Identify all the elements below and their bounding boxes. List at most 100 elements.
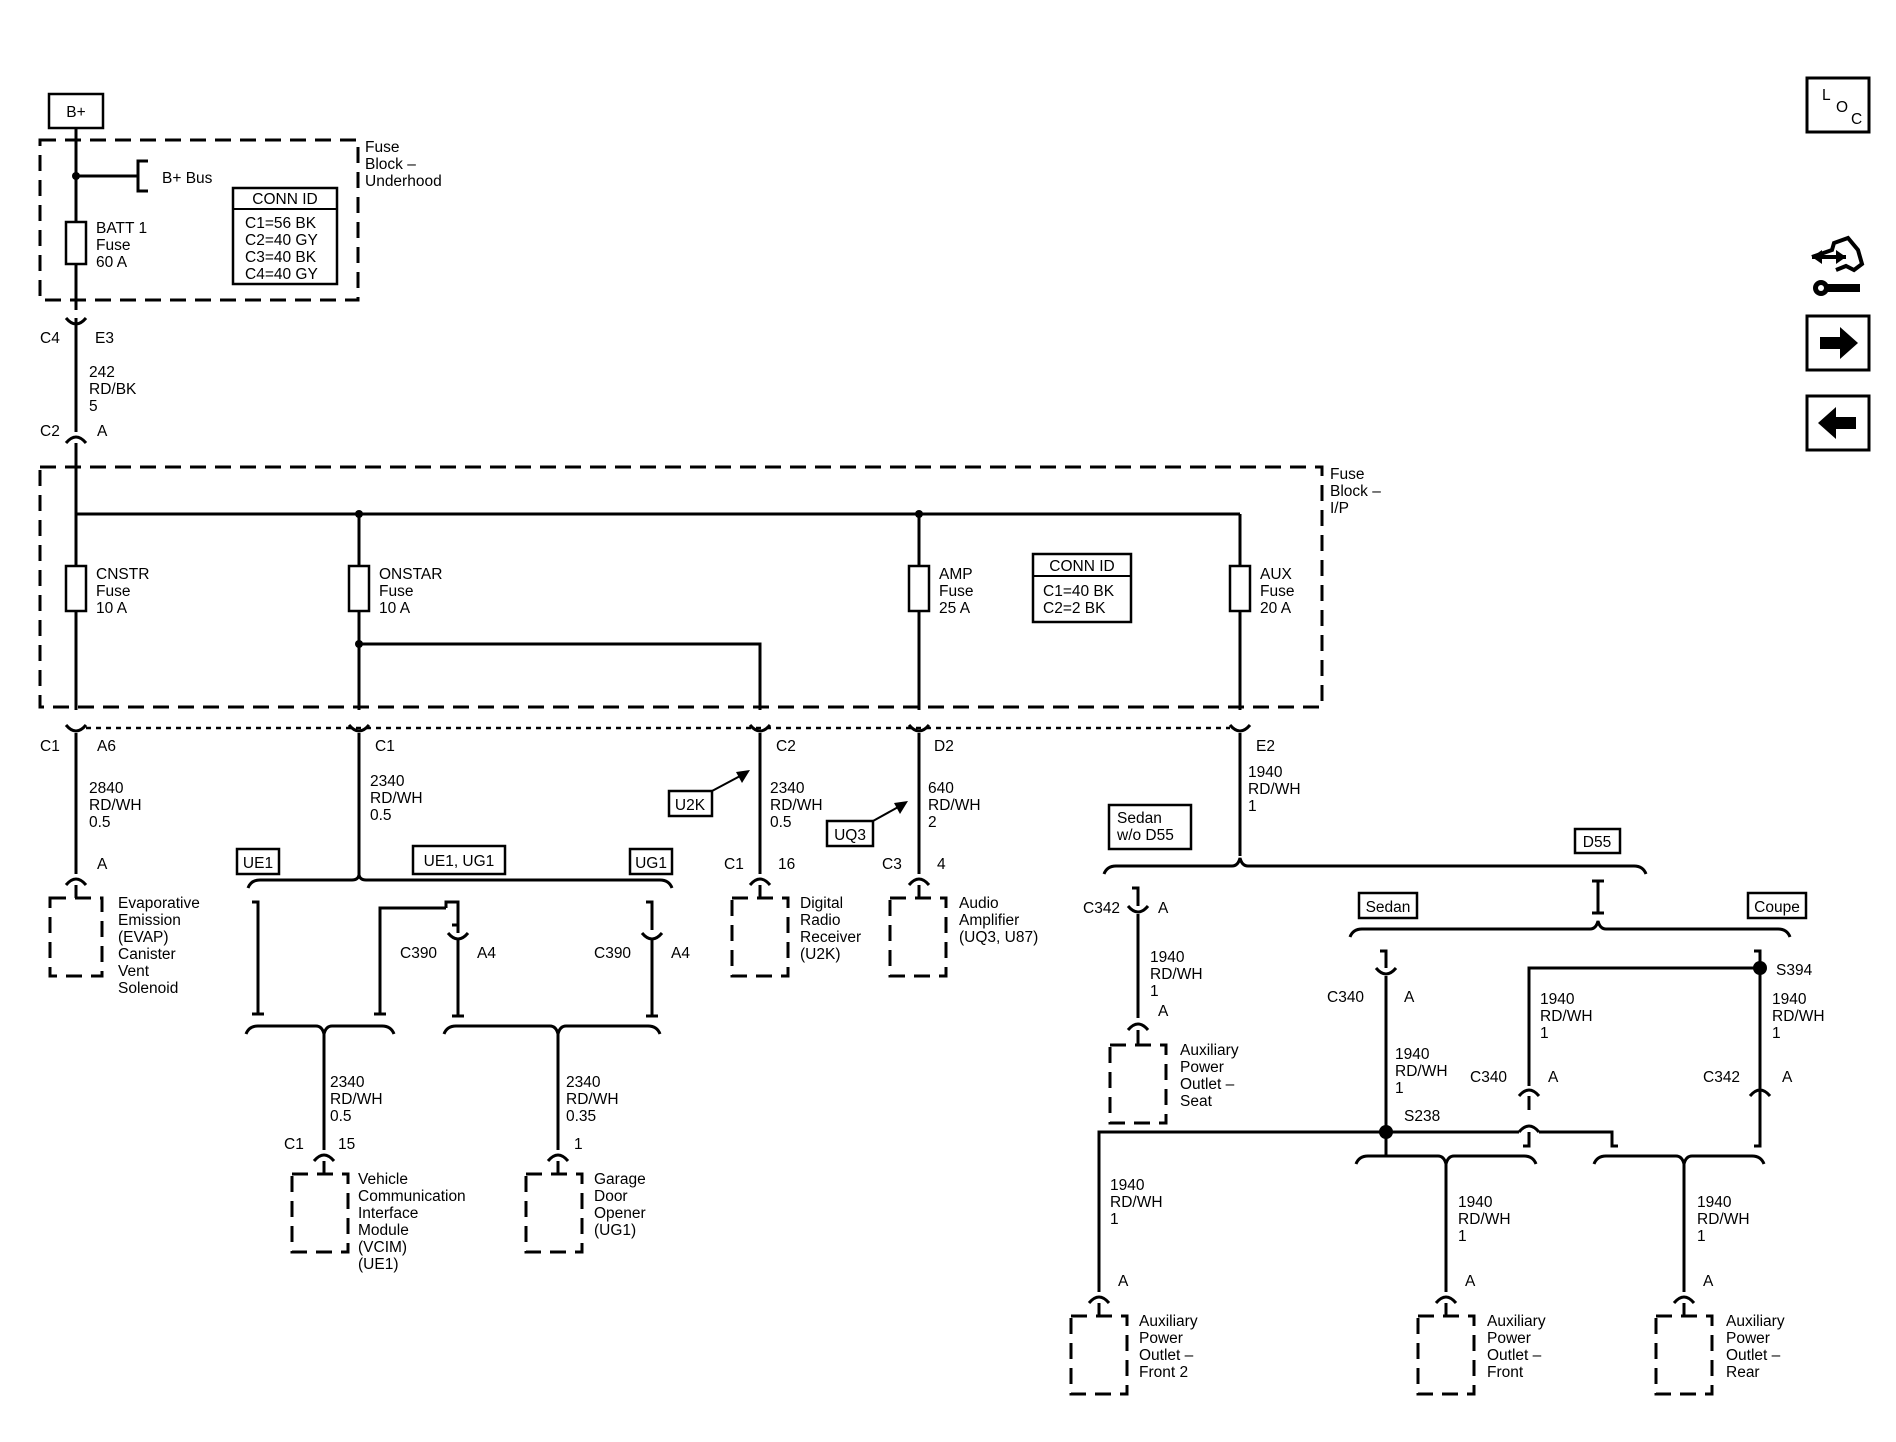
svg-text:C1: C1	[724, 856, 744, 873]
svg-text:C4: C4	[40, 330, 60, 347]
wire-2340-b-label: 2340 RD/WH 0.5	[770, 780, 827, 831]
option-d55-box	[1573, 827, 1622, 855]
onstar-fuse-label: ONSTAR Fuse 10 A	[379, 566, 447, 617]
connector-c2-a	[64, 435, 88, 445]
svg-text:C340: C340	[1327, 989, 1364, 1006]
fuse-block-underhood-label: Fuse Block – Underhood	[365, 139, 442, 190]
conn-id-ip-rows: C1=40 BK C2=2 BK	[1043, 583, 1118, 617]
wire-2340-a-label: 2340 RD/WH 0.5	[370, 773, 427, 824]
onstar-branch	[359, 642, 762, 710]
bplus-label: B+	[66, 104, 85, 121]
wire-1940-front2-label: 1940 RD/WH 1	[1110, 1177, 1167, 1228]
seat-outlet-label: Auxiliary Power Outlet – Seat	[1180, 1042, 1243, 1110]
svg-text:A6: A6	[97, 738, 116, 755]
connector-c390-b	[640, 931, 664, 941]
wire-2340-vcim-label: 2340 RD/WH 0.5	[330, 1074, 387, 1125]
svg-text:4: 4	[937, 856, 946, 873]
option-sedan-box	[1357, 891, 1419, 920]
fuse-block-underhood	[38, 138, 360, 302]
amp-fuse-symbol	[907, 564, 931, 613]
svg-text:16: 16	[778, 856, 795, 873]
radio-label: Digital Radio Receiver (U2K)	[800, 895, 865, 963]
svg-text:L: L	[1822, 87, 1831, 104]
svg-text:A: A	[1465, 1273, 1476, 1290]
svg-text:C342: C342	[1703, 1069, 1740, 1086]
fuse-block-ip	[38, 465, 1324, 709]
svg-text:CONN ID: CONN ID	[252, 191, 317, 208]
front-join-bracket	[1354, 1154, 1538, 1165]
vcim-module	[290, 1172, 350, 1254]
connector-c342-b	[1748, 1088, 1772, 1098]
vcim-join-bracket	[244, 1024, 396, 1035]
aux-outlet-rear	[1654, 1314, 1714, 1396]
svg-text:A: A	[97, 856, 108, 873]
svg-text:C2: C2	[40, 423, 60, 440]
rear-join-bracket	[1592, 1154, 1766, 1165]
next-arrow-icon[interactable]	[1805, 314, 1871, 372]
option-sedan-no-d55-box	[1107, 803, 1193, 851]
svg-text:UG1: UG1	[635, 855, 667, 872]
svg-text:A: A	[1118, 1273, 1129, 1290]
fuse-block-ip-label: Fuse Block – I/P	[1330, 466, 1385, 517]
rear-label: Auxiliary Power Outlet – Rear	[1726, 1313, 1789, 1381]
audio-amplifier	[888, 896, 948, 978]
svg-text:C1: C1	[375, 738, 395, 755]
conn-id-underhood	[231, 186, 339, 286]
option-ug1-box	[628, 847, 674, 876]
svg-text:U2K: U2K	[675, 797, 706, 814]
batt1-fuse-symbol	[64, 220, 88, 266]
batt1-fuse-label: BATT 1 Fuse 60 A	[96, 220, 151, 271]
d55-option-bracket	[1348, 920, 1792, 938]
svg-text:A: A	[1782, 1069, 1793, 1086]
option-coupe-box	[1746, 891, 1808, 920]
svg-text:CONN ID: CONN ID	[1049, 558, 1114, 575]
option-sedan-no-d55-label: Sedan w/o D55	[1116, 810, 1174, 844]
svg-text:C340: C340	[1470, 1069, 1507, 1086]
wire-1940-top-label: 1940 RD/WH 1	[1248, 764, 1305, 815]
option-u2k-box	[667, 789, 714, 818]
svg-text:S394: S394	[1776, 962, 1813, 979]
connector-c342-a	[1126, 904, 1150, 914]
svg-text:UE1, UG1: UE1, UG1	[424, 853, 495, 870]
svg-text:A: A	[1703, 1273, 1714, 1290]
wire-1940-c340b-label: 1940 RD/WH 1	[1540, 991, 1597, 1042]
previous-arrow-icon[interactable]	[1805, 394, 1871, 452]
svg-text:E3: E3	[95, 330, 114, 347]
wire-1940-front-label: 1940 RD/WH 1	[1458, 1194, 1515, 1245]
onstar-option-bracket	[246, 874, 674, 889]
aux-outlet-front2	[1069, 1314, 1129, 1396]
svg-text:UQ3: UQ3	[834, 827, 866, 844]
wire-1940-c342b-label: 1940 RD/WH 1	[1772, 991, 1829, 1042]
aux-outlet-seat	[1108, 1043, 1168, 1125]
aux-outlet-front	[1416, 1314, 1476, 1396]
svg-text:A: A	[1158, 1003, 1169, 1020]
svg-text:S238: S238	[1404, 1108, 1440, 1125]
onstar-fuse-symbol	[347, 564, 371, 613]
cnstr-fuse-symbol	[64, 564, 88, 613]
svg-text:C1: C1	[284, 1136, 304, 1153]
svg-text:C390: C390	[594, 945, 631, 962]
svg-text:UE1: UE1	[243, 855, 273, 872]
connector-c340-a	[1374, 966, 1398, 976]
svg-text:A4: A4	[477, 945, 496, 962]
amp-label: Audio Amplifier (UQ3, U87)	[959, 895, 1038, 946]
tools-icon[interactable]	[1811, 235, 1865, 296]
svg-text:A: A	[1548, 1069, 1559, 1086]
svg-text:A: A	[97, 423, 108, 440]
svg-text:D2: D2	[934, 738, 954, 755]
svg-text:Sedan: Sedan	[1366, 899, 1411, 916]
svg-text:C: C	[1851, 111, 1862, 128]
loc-icon[interactable]: L O C	[1805, 76, 1871, 134]
bplus-bus-bar	[136, 159, 148, 193]
front-label: Auxiliary Power Outlet – Front	[1487, 1313, 1550, 1381]
svg-text:C3: C3	[882, 856, 902, 873]
svg-text:C1: C1	[40, 738, 60, 755]
evap-solenoid	[48, 896, 104, 978]
svg-text:15: 15	[338, 1136, 355, 1153]
svg-text:1: 1	[574, 1136, 583, 1153]
evap-solenoid-label: Evaporative Emission (EVAP) Canister Ven…	[118, 895, 204, 997]
connector-c340-b	[1517, 1088, 1541, 1098]
option-ue1-ug1-box	[411, 844, 507, 876]
svg-text:C2: C2	[776, 738, 796, 755]
conn-id-underhood-rows: C1=56 BK C2=40 GY C3=40 BK C4=40 GY	[245, 215, 322, 283]
